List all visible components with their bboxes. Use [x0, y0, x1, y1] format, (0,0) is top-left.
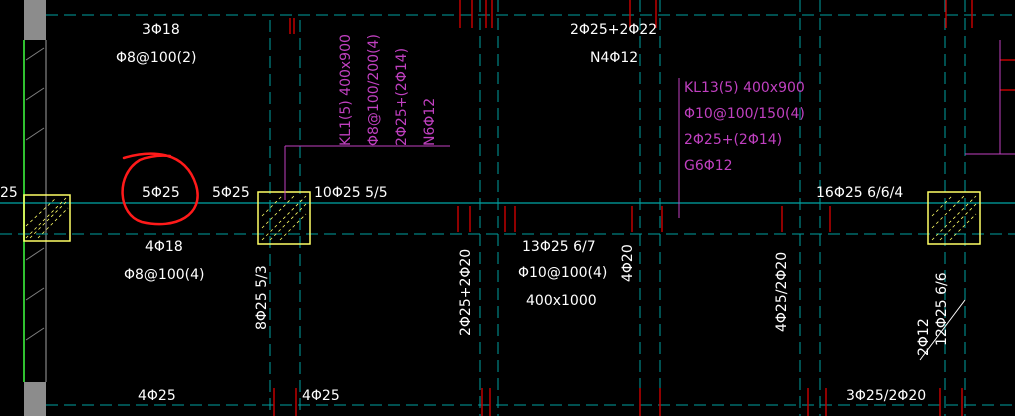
- kl13-annotation: KL13(5) 400x900 Φ10@100/150(4) 2Φ25+(2Φ1…: [684, 80, 805, 174]
- vertical-2-25-2-20-label: 2Φ25+2Φ20: [458, 249, 474, 336]
- mid-left-right-label: 5Φ25: [212, 185, 250, 201]
- bottom-right-label: 3Φ25/2Φ20: [846, 388, 926, 404]
- kl13-line-2: Φ10@100/150(4): [684, 106, 805, 122]
- column-left: [23, 194, 71, 242]
- bottom-left-label: 4Φ25: [138, 388, 176, 404]
- kl13-line-3: 2Φ25+(2Φ14): [684, 132, 782, 148]
- leader-2-12: [919, 299, 966, 361]
- markup-circle: [121, 152, 199, 226]
- vertical-beams: [269, 0, 966, 416]
- vertical-4-25-2-20-label: 4Φ25/2Φ20: [774, 252, 790, 332]
- top-left-label-2: Φ8@100(2): [116, 50, 196, 66]
- rebar-marks: [273, 0, 1015, 416]
- kl13-line-1: KL13(5) 400x900: [684, 80, 805, 96]
- top-mid-label-2: N4Φ12: [590, 50, 638, 66]
- kl1-line-3: 2Φ25+(2Φ14): [394, 48, 410, 146]
- kl1-annotation: KL1(5) 400x900 Φ8@100/200(4) 2Φ25+(2Φ14)…: [338, 34, 438, 146]
- center-label-3: 400x1000: [526, 293, 597, 309]
- kl1-line-4: N6Φ12: [422, 98, 438, 146]
- top-left-label-1: 3Φ18: [142, 22, 180, 38]
- kl1-leader: [284, 145, 450, 200]
- vertical-2-12-label: 2Φ12: [916, 318, 932, 356]
- left-edge-label: 25: [0, 185, 18, 201]
- kl1-line-1: KL1(5) 400x900: [338, 34, 354, 146]
- top-mid-label-1: 2Φ25+2Φ22: [570, 22, 657, 38]
- column-mid: [257, 191, 311, 245]
- kl13-leader: [678, 40, 1015, 218]
- kl1-line-2: Φ8@100/200(4): [366, 34, 382, 146]
- support-right-label: 10Φ25 5/5: [314, 185, 388, 201]
- mid-left-bottom-label-2: Φ8@100(4): [124, 267, 204, 283]
- bottom-mid-label: 4Φ25: [302, 388, 340, 404]
- left-wall: [23, 0, 47, 416]
- vertical-4-20-label: 4Φ20: [620, 244, 636, 282]
- mid-left-bottom-label-1: 4Φ18: [145, 239, 183, 255]
- mid-left-top-label: 5Φ25: [142, 185, 180, 201]
- vertical-8-25-label: 8Φ25 5/3: [254, 265, 270, 330]
- support-far-right-label: 16Φ25 6/6/4: [816, 185, 903, 201]
- vertical-12-25-label: 12Φ25 6/6: [934, 272, 950, 346]
- center-label-2: Φ10@100(4): [518, 265, 607, 281]
- kl13-line-4: G6Φ12: [684, 158, 733, 174]
- horizontal-axes: [0, 14, 1015, 406]
- center-label-1: 13Φ25 6/7: [522, 239, 596, 255]
- column-right: [927, 191, 981, 245]
